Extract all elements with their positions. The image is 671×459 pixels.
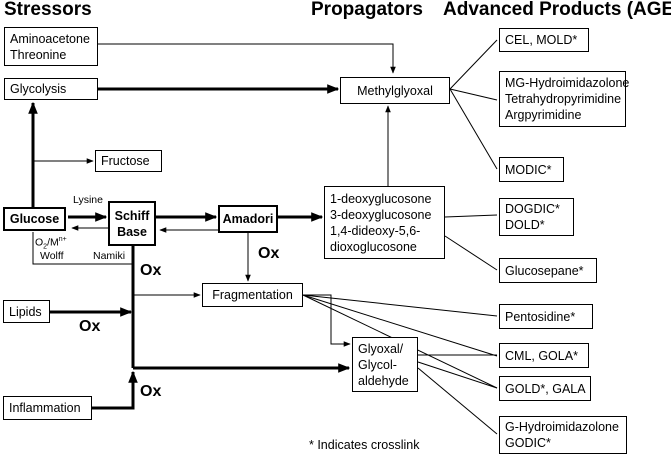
header-propagators: Propagators (311, 0, 423, 20)
line-deoxy-glucosepane (444, 235, 498, 271)
deoxy-1: 1-deoxyglucosone (330, 191, 432, 206)
line-mg-cel (449, 39, 498, 90)
arrow-aminoacetone-methylglyoxal (98, 43, 396, 74)
label-o2: O (35, 236, 44, 249)
ox-label-schiff: Ox (140, 262, 162, 279)
schiff-line2: Base (117, 224, 147, 239)
box-g-hydroimidazolone: G-Hydroimidazolone GODIC* (499, 416, 627, 454)
dogdic-line1: DOGDIC* (505, 202, 560, 216)
line-glyoxal-gold (417, 361, 498, 389)
line-mg-hydro (449, 88, 498, 101)
modic-label: MODIC* (505, 162, 552, 177)
box-pentosidine: Pentosidine* (499, 304, 593, 329)
box-deoxyglucosones: 1-deoxyglucosone 3-deoxyglucosone 1,4-di… (324, 186, 445, 259)
lipids-label: Lipids (9, 304, 42, 319)
label-mn-sup: n+ (58, 236, 67, 243)
glyoxal-line2: Glycol- (358, 357, 397, 372)
box-glucosepane: Glucosepane* (499, 258, 597, 283)
arrow-fragmentation-glyoxal (303, 294, 351, 347)
g-hydro-line1: G-Hydroimidazolone (505, 420, 619, 434)
box-amadori: Amadori (218, 205, 278, 233)
box-lipids: Lipids (3, 300, 50, 323)
box-fructose: Fructose (95, 150, 162, 172)
mg-line1: MG-Hydroimidazolone (505, 76, 630, 90)
line-mg-modic (449, 88, 498, 170)
box-mg-products: MG-Hydroimidazolone Tetrahydropyrimidine… (499, 71, 630, 127)
deoxy-14b: dioxoglucosone (330, 239, 417, 254)
ox-label-amadori: Ox (258, 245, 280, 262)
glyoxal-line1: Glyoxal/ (358, 341, 404, 356)
box-fragmentation: Fragmentation (202, 283, 303, 307)
glucosepane-label: Glucosepane* (505, 263, 584, 278)
schiff-line1: Schiff (114, 208, 150, 223)
deoxy-14a: 1,4-dideoxy-5,6- (330, 223, 421, 238)
glycolysis-label: Glycolysis (10, 82, 67, 96)
arrow-wolff-path (32, 232, 133, 265)
box-methylglyoxal: Methylglyoxal (340, 77, 450, 104)
cel-mold-label: CEL, MOLD* (505, 33, 578, 47)
line-glyoxal-ghydro (417, 367, 498, 435)
label-namiki: Namiki (93, 250, 126, 262)
box-glucose: Glucose (3, 207, 66, 231)
box-glycolysis: Glycolysis (4, 78, 98, 100)
line-frag-cml (302, 294, 498, 357)
fragmentation-label: Fragmentation (212, 288, 293, 302)
dogdic-line2: DOLD* (505, 218, 545, 232)
box-dogdic: DOGDIC* DOLD* (499, 198, 574, 236)
label-o2-sub: 2 (43, 243, 48, 251)
amadori-label: Amadori (222, 212, 274, 226)
aminoacetone-line1: Aminoacetone (10, 31, 90, 46)
arrow-inflammation (92, 370, 138, 410)
box-gold-gala: GOLD*, GALA (499, 376, 591, 401)
label-lysine: Lysine (73, 194, 103, 206)
line-deoxy-dogdic (444, 214, 498, 218)
inflammation-label: Inflammation (9, 401, 81, 415)
header-ages: Advanced Products (AGEs) (443, 0, 671, 20)
header-stressors: Stressors (4, 0, 92, 20)
glucose-label: Glucose (9, 212, 60, 226)
label-o2-mn: O2/Mn+ (35, 236, 67, 251)
methylglyoxal-label: Methylglyoxal (357, 83, 433, 98)
glyoxal-line3: aldehyde (358, 373, 409, 388)
box-schiff-base: Schiff Base (108, 201, 156, 246)
fructose-label: Fructose (101, 154, 150, 168)
gold-gala-label: GOLD*, GALA (505, 381, 586, 396)
footnote: * Indicates crosslink (309, 438, 420, 452)
box-cel-mold: CEL, MOLD* (499, 28, 589, 52)
box-inflammation: Inflammation (3, 396, 92, 420)
mg-line3: Argpyrimidine (505, 108, 582, 122)
box-aminoacetone: Aminoacetone Threonine (4, 27, 98, 66)
box-cml-gola: CML, GOLA* (499, 343, 589, 368)
cml-gola-label: CML, GOLA* (505, 348, 578, 363)
ox-label-inflammation: Ox (140, 383, 162, 400)
label-mn: /M (47, 236, 59, 249)
aminoacetone-line2: Threonine (10, 47, 67, 62)
ox-label-lipids: Ox (79, 318, 101, 335)
pentosidine-label: Pentosidine* (505, 309, 576, 324)
deoxy-3: 3-deoxyglucosone (330, 207, 432, 222)
box-modic: MODIC* (499, 157, 564, 182)
box-glyoxal: Glyoxal/ Glycol- aldehyde (352, 337, 418, 392)
label-wolff: Wolff (40, 250, 64, 262)
mg-line2: Tetrahydropyrimidine (505, 92, 622, 106)
g-hydro-line2: GODIC* (505, 436, 551, 450)
line-frag-pentosidine (302, 294, 498, 317)
